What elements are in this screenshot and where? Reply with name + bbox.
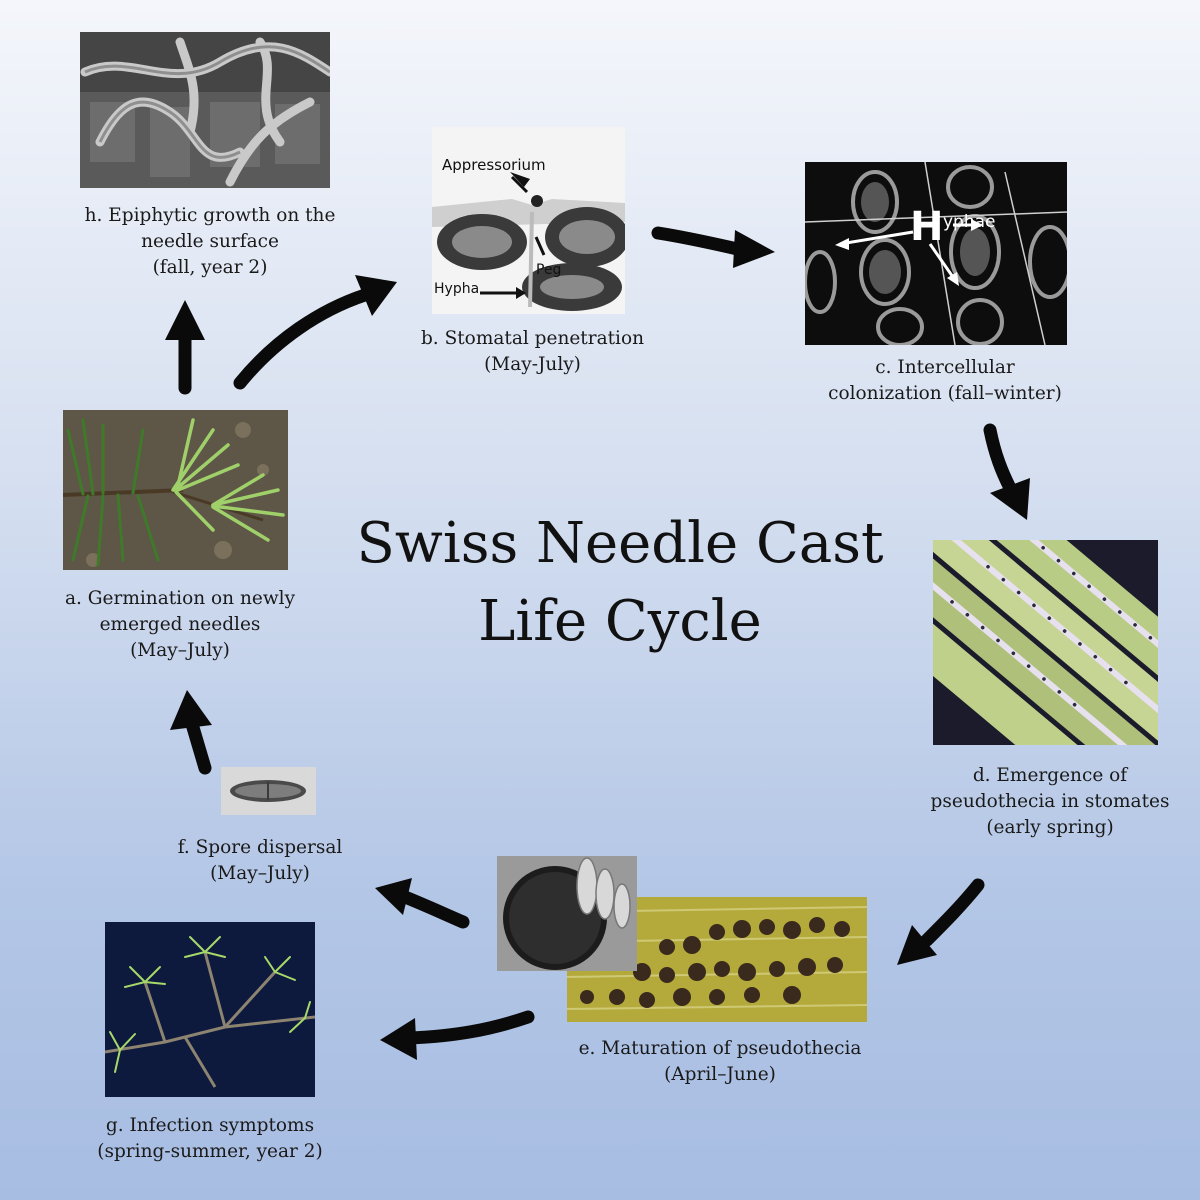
arrow-icon-head-c-to-d — [990, 478, 1030, 520]
arrow-icon-f-to-a — [185, 717, 212, 775]
caption-a: a. Germination on newly emerged needles … — [30, 586, 330, 664]
ascus-micrograph-image — [497, 856, 637, 971]
caption-e: e. Maturation of pseudothecia (April–Jun… — [555, 1036, 885, 1088]
arrow-icon-head-d-to-e — [897, 925, 937, 965]
caption-c-line-2: colonization (fall–winter) — [828, 383, 1062, 404]
caption-d-line-2: pseudothecia in stomates — [930, 791, 1170, 812]
pseudothecia-emergence-image — [933, 540, 1158, 745]
caption-b: b. Stomatal penetration (May-July) — [400, 326, 665, 378]
caption-f-line-2: (May–July) — [210, 863, 310, 884]
arrow-icon-c-to-d — [983, 423, 1017, 495]
arrow-icon-d-to-e — [920, 878, 985, 947]
caption-a-line-1: a. Germination on newly — [64, 588, 296, 609]
caption-d: d. Emergence of pseudothecia in stomates… — [905, 763, 1195, 841]
caption-f-line-1: f. Spore dispersal — [177, 837, 343, 858]
stomatal-penetration-image: Appressorium Peg Hypha — [432, 127, 625, 314]
diagram-title: Swiss Needle Cast Life Cycle — [340, 505, 900, 661]
arrow-icon-head-e-to-f — [375, 878, 412, 915]
caption-e-line-1: e. Maturation of pseudothecia — [578, 1038, 862, 1059]
caption-h: h. Epiphytic growth on the needle surfac… — [40, 203, 380, 281]
arrow-icon-head-b-to-c — [733, 230, 775, 268]
germination-image — [63, 410, 288, 570]
caption-a-line-3: (May–July) — [130, 640, 230, 661]
title-line-1: Swiss Needle Cast — [356, 511, 884, 576]
caption-d-line-3: (early spring) — [986, 817, 1114, 838]
peg-label: Peg — [536, 262, 561, 278]
caption-h-line-2: needle surface — [141, 231, 279, 252]
hyphae-label: yphae — [943, 212, 996, 232]
intercellular-colonization-image: H yphae — [805, 162, 1067, 345]
arrow-icon-e-to-g — [403, 1010, 535, 1045]
caption-h-line-3: (fall, year 2) — [152, 257, 268, 278]
caption-a-line-2: emerged needles — [99, 614, 261, 635]
arrow-icon-a-to-b — [233, 288, 372, 390]
spore-image — [221, 767, 316, 815]
caption-g-line-2: (spring-summer, year 2) — [97, 1141, 323, 1162]
caption-e-line-2: (April–June) — [664, 1064, 776, 1085]
arrow-icon-e-to-f — [398, 890, 470, 929]
caption-h-line-1: h. Epiphytic growth on the — [84, 205, 336, 226]
caption-f: f. Spore dispersal (May–July) — [150, 835, 370, 887]
caption-g: g. Infection symptoms (spring-summer, ye… — [60, 1113, 360, 1165]
caption-c-line-1: c. Intercellular — [875, 357, 1015, 378]
epiphytic-growth-image — [80, 32, 330, 188]
appressorium-label: Appressorium — [442, 156, 546, 174]
infection-symptoms-image — [105, 922, 315, 1097]
arrow-icon-head-e-to-g — [380, 1018, 417, 1060]
caption-b-line-2: (May-July) — [484, 354, 581, 375]
caption-b-line-1: b. Stomatal penetration — [420, 328, 645, 349]
arrow-icon-b-to-c — [651, 226, 749, 257]
hypha-label: Hypha — [434, 281, 479, 297]
caption-d-line-1: d. Emergence of — [972, 765, 1128, 786]
caption-c: c. Intercellular colonization (fall–wint… — [800, 355, 1090, 407]
caption-g-line-1: g. Infection symptoms — [105, 1115, 315, 1136]
title-line-2: Life Cycle — [478, 589, 762, 654]
hyphae-big-h-label: H — [910, 204, 943, 250]
arrow-icon-head-a-to-h — [165, 300, 205, 340]
arrow-icon-head-a-to-b — [355, 275, 397, 316]
arrow-icon-head-f-to-a — [170, 690, 212, 730]
